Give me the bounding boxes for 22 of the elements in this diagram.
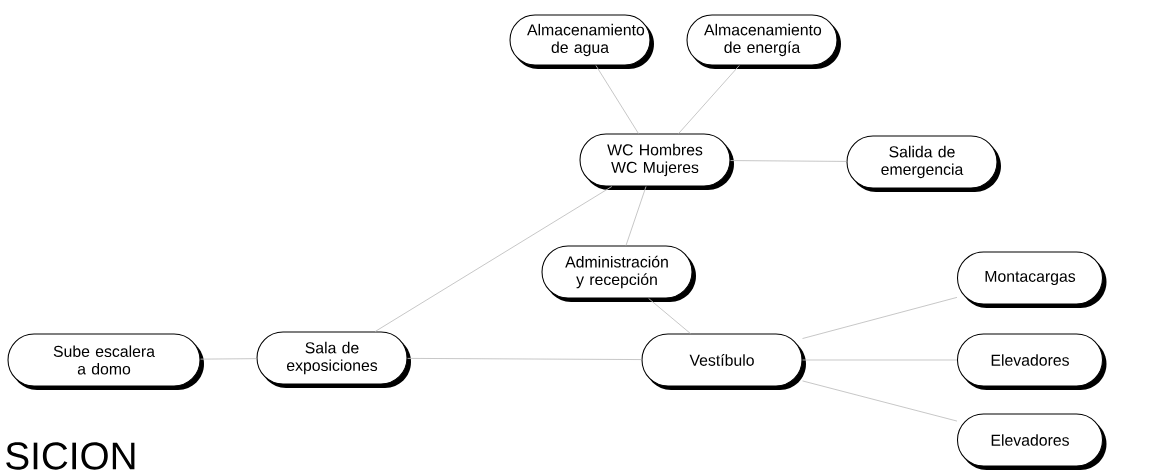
rounded-box: Almacenamiento de energía [686,14,841,69]
connector-line [374,186,613,332]
rounded-box: Montacargas [956,251,1107,308]
connector-line [407,357,642,360]
rounded-box: Elevadores [956,413,1107,470]
connector-line [730,160,847,162]
rounded-box: Almacenamiento de agua [509,14,654,69]
rounded-box: WC Hombres WC Mujeres [579,133,734,190]
rounded-box: Elevadores [956,333,1107,390]
heading-text: SICION [6,442,135,470]
connector-line [802,380,958,422]
connector-line [678,65,740,134]
connector-line [648,298,691,334]
rounded-box: Sube escalera a domo [7,333,204,390]
rounded-box: Sala de exposiciones [256,331,411,388]
rounded-box: Salida de emergencia [846,135,1001,192]
rounded-box: Administración y recepción [541,245,696,302]
connector-line [625,186,647,246]
connector-line [200,358,257,360]
connector-line [595,65,639,134]
rounded-box: Vestíbulo [641,333,806,390]
connector-line [802,296,958,339]
